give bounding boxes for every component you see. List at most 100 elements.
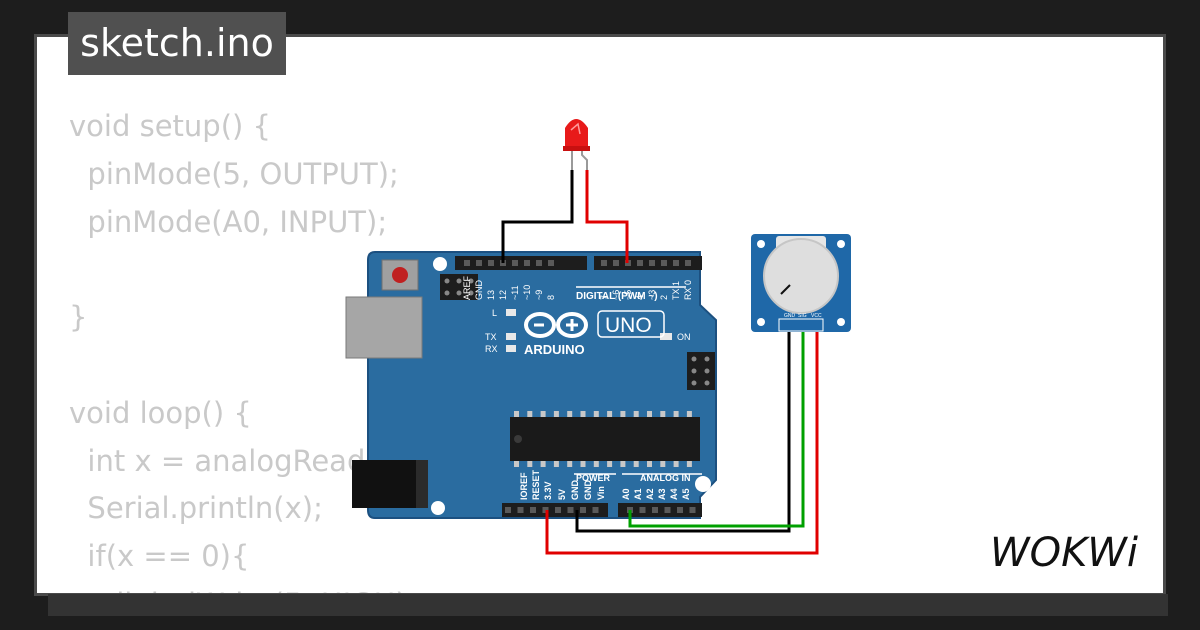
analog-label: ANALOG IN xyxy=(640,473,691,483)
pin-socket[interactable] xyxy=(567,507,574,513)
pin-socket[interactable] xyxy=(530,507,536,513)
pin-socket[interactable] xyxy=(464,260,470,266)
chip-pin xyxy=(633,461,639,467)
wire-pot-vcc xyxy=(545,320,819,555)
pin-socket[interactable] xyxy=(664,507,671,513)
board-model: UNO xyxy=(605,314,652,337)
pin-socket[interactable] xyxy=(548,260,554,266)
pin-socket[interactable] xyxy=(613,260,619,266)
pin-socket[interactable] xyxy=(517,507,524,513)
chip-pin xyxy=(673,411,679,417)
bottom-pin-label: GND xyxy=(570,480,580,501)
potentiometer-knob[interactable] xyxy=(763,238,839,314)
chip-pin xyxy=(660,411,666,417)
top-pin-label: 2 xyxy=(659,295,669,300)
chip-pin xyxy=(607,411,613,417)
icsp-header xyxy=(440,274,478,300)
pin-socket[interactable] xyxy=(649,260,655,266)
code-line: void setup() { xyxy=(69,109,271,143)
chip-pin xyxy=(660,461,666,467)
pin-socket[interactable] xyxy=(673,260,679,266)
top-pin-label: ~5 xyxy=(623,290,633,300)
bottom-pin-label: A5 xyxy=(681,488,691,500)
bottom-pin-label: GND xyxy=(583,480,593,501)
wire-led-d5 xyxy=(585,170,629,263)
code-preview: void setup() { pinMode(5, OUTPUT); pinMo… xyxy=(69,103,436,593)
chip-pin xyxy=(527,461,533,467)
pin-socket[interactable] xyxy=(476,260,482,266)
top-pin-label: ~6 xyxy=(611,290,621,300)
top-pin-label: 4 xyxy=(635,295,645,300)
svg-text:TX: TX xyxy=(485,332,497,342)
chip-pin xyxy=(553,461,559,467)
top-pin-label: ~9 xyxy=(534,290,544,300)
chip-pin xyxy=(620,461,626,467)
top-pin-label: 8 xyxy=(546,295,556,300)
code-line: digitalWrite(5, HIGH); xyxy=(69,581,436,593)
chip-pin xyxy=(686,461,692,467)
bottom-pin-label: Vin xyxy=(596,486,606,500)
pin-socket[interactable] xyxy=(524,260,530,266)
pin-socket[interactable] xyxy=(661,260,667,266)
pin-socket[interactable] xyxy=(555,507,561,513)
pin-socket[interactable] xyxy=(685,260,691,266)
led-rx-indicator: RX xyxy=(485,344,516,354)
pin-socket[interactable] xyxy=(639,507,646,513)
pin-socket[interactable] xyxy=(601,260,607,266)
bottom-pin-label: A2 xyxy=(645,488,655,500)
wire-pot-gnd xyxy=(575,320,791,533)
analog-header xyxy=(618,503,702,517)
pin-socket[interactable] xyxy=(512,260,518,266)
pin-socket[interactable] xyxy=(689,507,696,513)
pin-socket[interactable] xyxy=(652,507,658,513)
pin-socket[interactable] xyxy=(488,260,494,266)
chip-pin xyxy=(686,411,692,417)
wire-pot-sig xyxy=(628,320,805,528)
chip-pin xyxy=(673,461,679,467)
chip-pin xyxy=(620,411,626,417)
reset-button[interactable] xyxy=(381,259,419,291)
pin-socket[interactable] xyxy=(637,260,643,266)
icsp-header-2 xyxy=(687,352,715,390)
chip-pin xyxy=(593,461,599,467)
pin-socket[interactable] xyxy=(580,507,586,513)
digital-header-label: DIGITAL (PWM ~) xyxy=(576,291,658,302)
top-pin-label: 13 xyxy=(486,290,496,300)
led-on-indicator: ON xyxy=(660,332,691,342)
red-led[interactable] xyxy=(563,119,590,172)
svg-text:WOKWi: WOKWi xyxy=(990,530,1138,576)
chip-pin xyxy=(647,411,652,417)
top-pin-label: 7 xyxy=(599,295,609,300)
chip-pin xyxy=(647,461,652,467)
pin-socket[interactable] xyxy=(505,507,511,513)
potentiometer-pin-label: SIG xyxy=(798,313,807,319)
pin-socket[interactable] xyxy=(677,507,683,513)
bottom-pin-label: A4 xyxy=(669,488,679,500)
pin-socket[interactable] xyxy=(536,260,542,266)
file-tab[interactable]: sketch.ino xyxy=(68,12,286,75)
model-badge xyxy=(597,310,665,338)
mounting-hole xyxy=(433,257,447,271)
pin-socket[interactable] xyxy=(592,507,599,513)
chip-pin xyxy=(607,461,613,467)
chip-pin xyxy=(514,461,519,467)
mounting-hole xyxy=(695,476,711,492)
top-pin-label: GND xyxy=(474,280,484,301)
bottom-pin-label: A3 xyxy=(657,488,667,500)
chip-pin xyxy=(633,411,639,417)
code-line: void loop() { xyxy=(69,395,252,430)
bottom-pin-label: RESET xyxy=(531,469,541,500)
top-pin-label: ~3 xyxy=(647,290,657,300)
top-pin-label: RX 0 xyxy=(683,280,693,300)
code-line: Serial.println(x); xyxy=(69,491,323,526)
led-tx-indicator: TX xyxy=(485,332,516,342)
power-jack xyxy=(352,460,428,508)
led-l-indicator: L xyxy=(492,308,516,318)
svg-text:ON: ON xyxy=(677,332,691,342)
chip-pin xyxy=(567,411,573,417)
bottom-pin-label: IOREF xyxy=(519,472,529,500)
code-line: if(x == 0){ xyxy=(69,539,250,574)
